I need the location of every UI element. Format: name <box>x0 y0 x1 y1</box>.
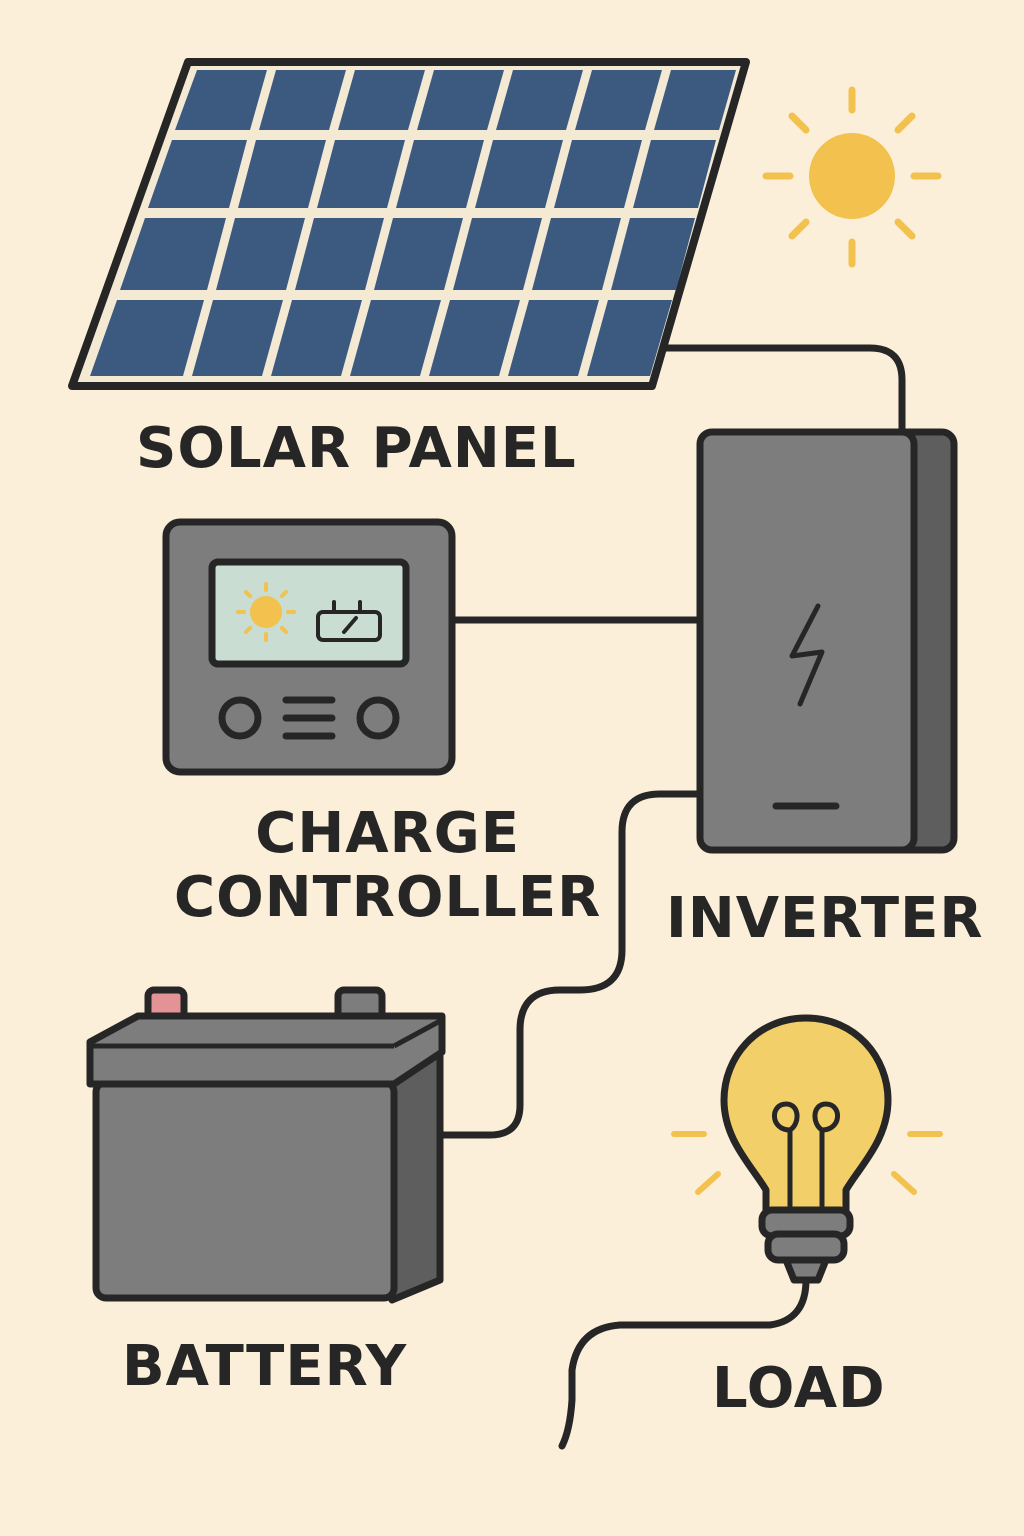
controller-knob-right <box>356 696 400 740</box>
sun-icon <box>236 582 296 642</box>
wires <box>438 344 906 1450</box>
bulb-base-middle <box>764 1230 848 1264</box>
inverter-label: INVERTER <box>666 886 984 951</box>
solar-panel <box>68 58 750 390</box>
bulb-filament <box>772 1101 840 1215</box>
charge-controller-label: CHARGE CONTROLLER <box>174 802 601 930</box>
wire-inverter-to-battery <box>438 790 704 1139</box>
battery-side <box>388 1046 444 1304</box>
controller-vent-lines <box>282 696 336 740</box>
wire-panel-to-inverter <box>656 344 906 436</box>
battery-lid <box>86 1012 446 1088</box>
controller-knob-left <box>218 696 262 740</box>
wire-bulb-to-floor <box>558 1276 810 1450</box>
light-bulb-icon <box>671 1014 943 1284</box>
battery <box>86 986 446 1304</box>
battery-icon <box>316 600 382 642</box>
sun-icon <box>762 86 942 268</box>
inverter <box>696 428 958 854</box>
bulb-base-tip <box>782 1256 830 1284</box>
solar-panel-cells <box>90 70 736 376</box>
battery-label: BATTERY <box>122 1334 408 1399</box>
charge-controller-label-line1: CHARGE <box>255 801 520 866</box>
charge-controller-label-line2: CONTROLLER <box>174 865 602 930</box>
solar-panel-label: SOLAR PANEL <box>136 416 577 481</box>
lightning-bolt-icon <box>789 603 825 707</box>
charge-controller <box>162 518 456 776</box>
battery-body <box>92 1078 398 1302</box>
load-label: LOAD <box>712 1356 886 1421</box>
bulb-glass <box>720 1014 892 1216</box>
